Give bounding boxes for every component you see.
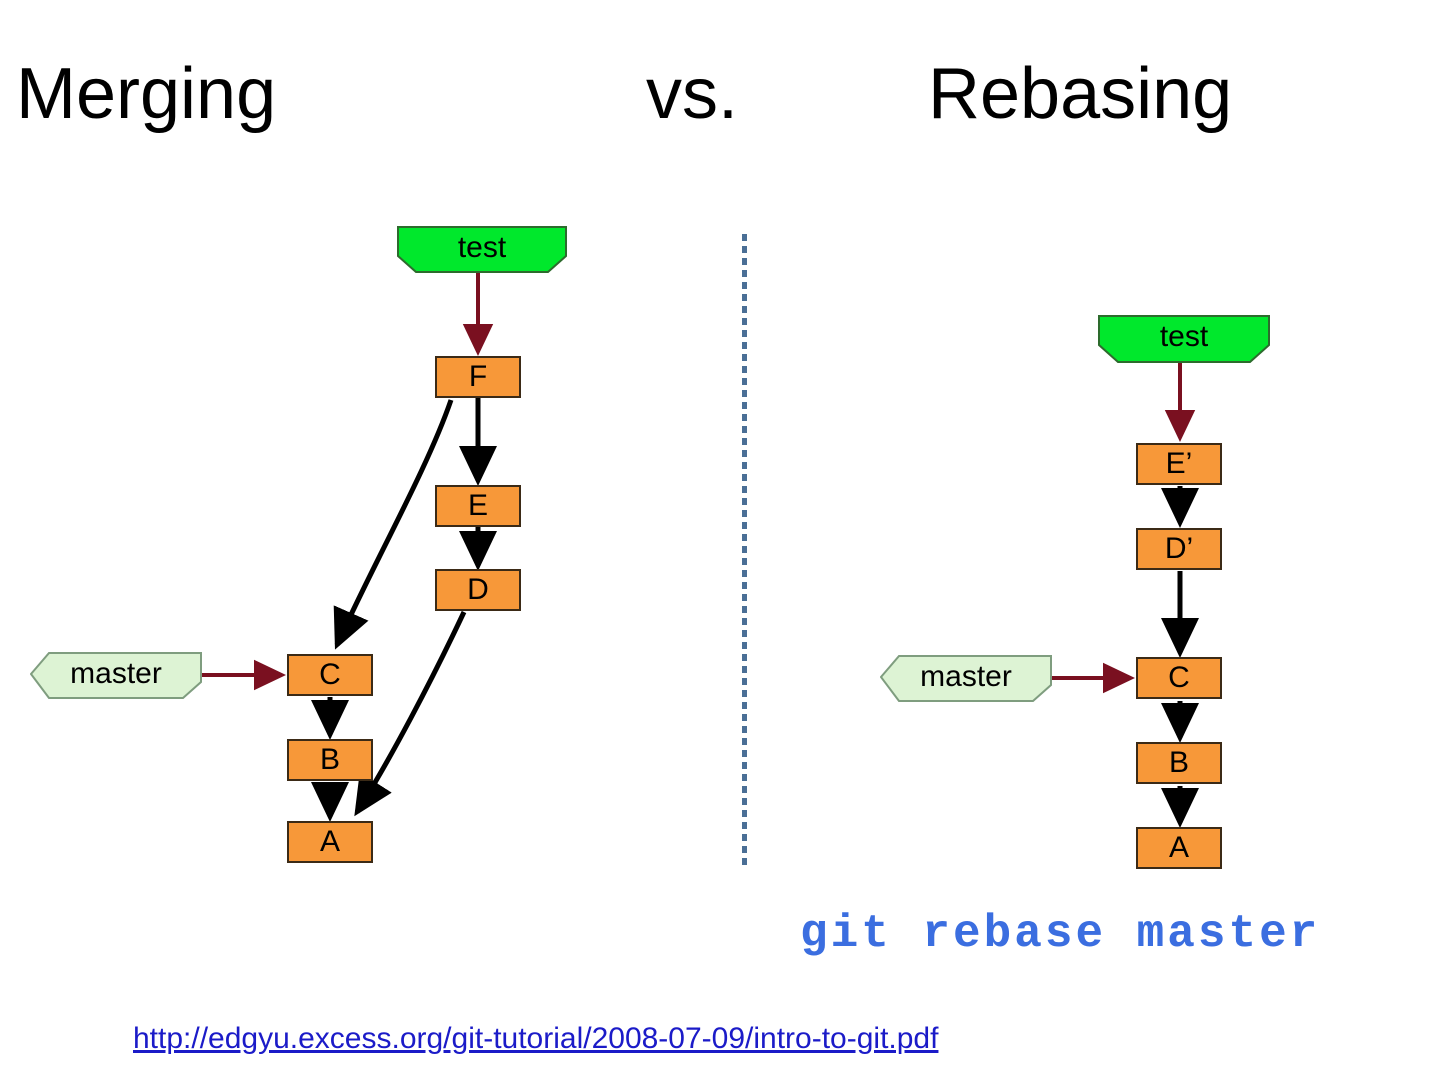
tag-shape-master-left	[30, 652, 202, 699]
commit-node-A[interactable]: A	[287, 821, 373, 863]
branch-tag-master-right[interactable]: master	[880, 655, 1052, 702]
commit-node-A-right[interactable]: A	[1136, 827, 1222, 869]
commit-node-C-right[interactable]: C	[1136, 657, 1222, 699]
edge-F-to-C	[333, 399, 454, 650]
branch-tag-test-left-label: test	[457, 230, 507, 264]
title-word-merging: Merging	[16, 54, 277, 134]
branch-tag-master-right-label: master	[920, 659, 1012, 693]
tag-shape-test-right	[1098, 315, 1270, 363]
title-word-rebasing: Rebasing	[928, 54, 1233, 134]
branch-tag-master-left-label: master	[70, 656, 162, 690]
commit-node-D[interactable]: D	[435, 569, 521, 611]
commit-node-D-prime[interactable]: D’	[1136, 528, 1222, 570]
page-title: Merging vs. Rebasing	[0, 46, 1440, 142]
commit-node-B[interactable]: B	[287, 739, 373, 781]
branch-tag-master-left[interactable]: master	[30, 652, 202, 699]
title-word-vs: vs.	[646, 54, 739, 134]
branch-tag-test-left[interactable]: test	[397, 226, 567, 273]
tag-shape-test-left	[397, 226, 567, 273]
branch-tag-test-right-label: test	[1159, 320, 1209, 353]
commit-node-F[interactable]: F	[435, 356, 521, 398]
edge-D-to-A	[354, 610, 467, 817]
command-caption-git-rebase: git rebase master	[800, 908, 1321, 960]
vertical-divider	[742, 234, 747, 866]
commit-node-E[interactable]: E	[435, 485, 521, 527]
commit-node-E-prime[interactable]: E’	[1136, 443, 1222, 485]
commit-node-B-right[interactable]: B	[1136, 742, 1222, 784]
source-url-link[interactable]: http://edgyu.excess.org/git-tutorial/200…	[133, 1022, 939, 1055]
tag-shape-master-right	[880, 655, 1052, 702]
branch-tag-test-right[interactable]: test	[1098, 315, 1270, 363]
commit-node-C[interactable]: C	[287, 654, 373, 696]
